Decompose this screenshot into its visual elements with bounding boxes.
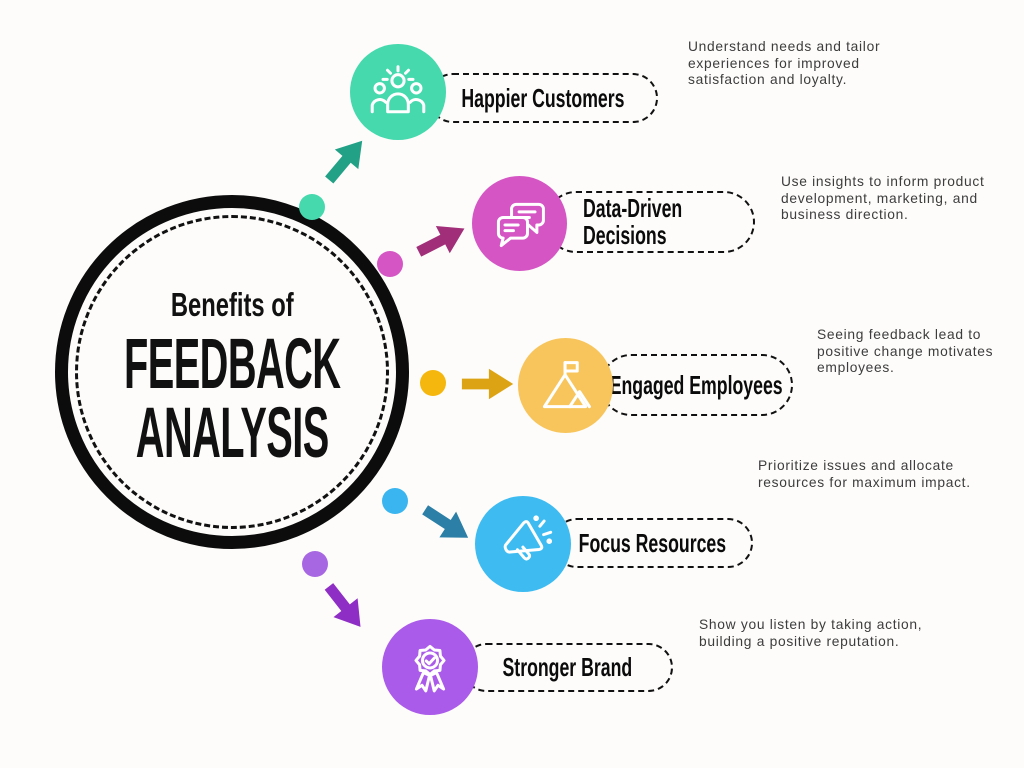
benefit-label: Data-Driven Decisions	[583, 193, 683, 250]
benefit-label: Focus Resources	[578, 527, 727, 558]
description-happier-customers: Understand needs and tailor experiences …	[688, 39, 881, 87]
central-dashed-ring	[75, 215, 389, 529]
benefit-label: Engaged Employees	[610, 369, 783, 400]
block-arrow-icon	[461, 368, 514, 400]
title-prefix: Benefits of	[170, 286, 294, 323]
label-pill-focus-resources: Focus Resources	[552, 518, 753, 568]
arrow-stronger-brand	[314, 575, 376, 640]
description-data-driven: Use insights to inform product developme…	[781, 174, 985, 222]
label-pill-happier-customers: Happier Customers	[428, 73, 658, 123]
icon-circle-engaged-employees	[518, 338, 613, 433]
ring-dot-engaged-employees	[420, 370, 446, 396]
description-focus-resources: Prioritize issues and allocate resources…	[758, 458, 971, 490]
icon-circle-focus-resources	[475, 496, 571, 592]
benefit-label: Stronger Brand	[502, 652, 633, 682]
ring-dot-focus-resources	[382, 488, 408, 514]
arrow-data-driven	[410, 212, 474, 269]
central-title: Benefits of FEEDBACK ANALYSIS	[68, 208, 396, 536]
title-line1: FEEDBACK	[123, 325, 341, 404]
benefit-label: Happier Customers	[461, 82, 625, 113]
block-arrow-icon	[324, 583, 361, 627]
central-circle: Benefits of FEEDBACK ANALYSIS	[55, 195, 409, 549]
megaphone-icon	[503, 515, 553, 561]
description-engaged-employees: Seeing feedback lead to positive change …	[817, 327, 994, 375]
ring-dot-stronger-brand	[302, 551, 328, 577]
ring-dot-data-driven	[377, 251, 403, 277]
team-icon	[370, 65, 426, 114]
title-line2: ANALYSIS	[135, 394, 329, 473]
block-arrow-icon	[422, 505, 469, 538]
arrow-focus-resources	[415, 494, 480, 554]
ring-dot-happier-customers	[299, 194, 325, 220]
label-pill-engaged-employees: Engaged Employees	[600, 354, 793, 416]
arrow-engaged-employees	[461, 366, 515, 402]
block-arrow-icon	[416, 225, 465, 257]
label-pill-stronger-brand: Stronger Brand	[462, 643, 673, 692]
description-stronger-brand: Show you listen by taking action, buildi…	[699, 617, 923, 649]
award-badge-icon	[414, 644, 446, 693]
block-arrow-icon	[325, 140, 363, 184]
label-pill-data-driven: Data-Driven Decisions	[545, 191, 755, 253]
icon-circle-data-driven	[472, 176, 567, 271]
icon-circle-stronger-brand	[382, 619, 478, 715]
icon-circle-happier-customers	[350, 44, 446, 140]
mountain-flag-icon	[542, 360, 591, 408]
arrow-happier-customers	[315, 128, 377, 193]
chat-bubbles-icon	[496, 202, 545, 247]
